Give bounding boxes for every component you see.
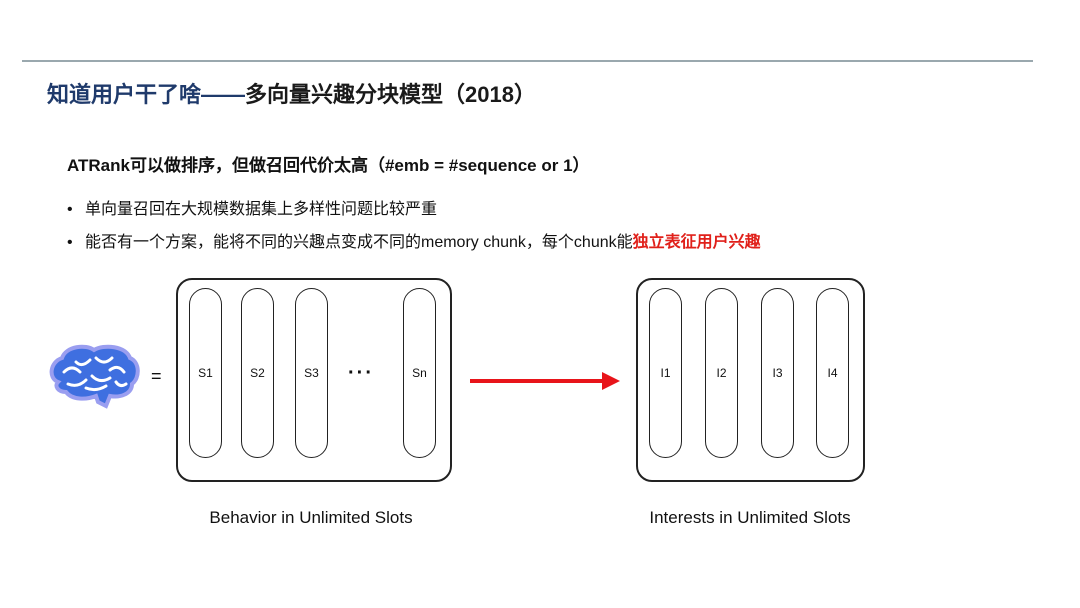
ellipsis: ··· <box>348 362 374 384</box>
behavior-slot: Sn <box>403 288 436 458</box>
header-rule <box>22 60 1033 62</box>
title-part2: 多向量兴趣分块模型（2018） <box>245 82 536 107</box>
arrow-right-icon <box>470 372 620 390</box>
brain-icon <box>49 344 140 409</box>
equals-sign: = <box>151 366 162 386</box>
bullet-text: 单向量召回在大规模数据集上多样性问题比较严重 <box>85 201 438 218</box>
bullet-item: •单向量召回在大规模数据集上多样性问题比较严重 <box>67 201 438 218</box>
behavior-slot: S2 <box>241 288 274 458</box>
interest-slots-box <box>636 278 865 482</box>
behavior-caption: Behavior in Unlimited Slots <box>209 508 413 527</box>
interest-slot: I4 <box>816 288 849 458</box>
interest-slot: I1 <box>649 288 682 458</box>
behavior-slot: S1 <box>189 288 222 458</box>
behavior-slot: S3 <box>295 288 328 458</box>
interest-slot: I2 <box>705 288 738 458</box>
bullet-text: 能否有一个方案，能将不同的兴趣点变成不同的memory chunk，每个chun… <box>85 234 633 251</box>
slide-title: 知道用户干了啥——多向量兴趣分块模型（2018） <box>47 77 536 109</box>
bullet-item: •能否有一个方案，能将不同的兴趣点变成不同的memory chunk，每个chu… <box>67 234 761 251</box>
bullet-highlight: 独立表征用户兴趣 <box>632 234 761 251</box>
behavior-slots-box <box>176 278 452 482</box>
subtitle: ATRank可以做排序，但做召回代价太高（#emb = #sequence or… <box>67 156 590 175</box>
interests-caption: Interests in Unlimited Slots <box>649 508 851 527</box>
interest-slot: I3 <box>761 288 794 458</box>
title-part1: 知道用户干了啥—— <box>47 82 246 107</box>
